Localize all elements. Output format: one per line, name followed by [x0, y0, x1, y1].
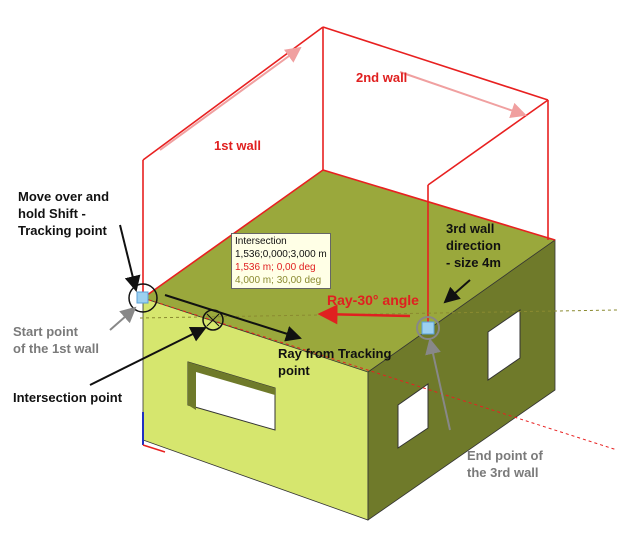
- tooltip-dist-angle-1: 1,536 m; 0,00 deg: [235, 262, 316, 273]
- label-ray-angle: Ray-30° angle: [327, 292, 419, 308]
- right-face: [367, 239, 556, 521]
- angle-ray: [139, 309, 617, 319]
- intersection-tooltip: Intersection 1,536;0,000;3,000 m 1,536 m…: [231, 233, 331, 289]
- window: [397, 383, 429, 449]
- tooltip-title: Intersection: [235, 236, 287, 247]
- label-1st-wall: 1st wall: [214, 138, 261, 153]
- tooltip-coords: 1,536;0,000;3,000 m: [235, 249, 327, 260]
- label-3rd-wall-direction: 3rd wall direction - size 4m: [446, 221, 501, 270]
- tracking-circle: [128, 283, 158, 313]
- start-point-marker: [136, 291, 149, 304]
- label-end-point: End point of the 3rd wall: [467, 448, 543, 480]
- window: [487, 309, 521, 381]
- tracking-ray: [142, 297, 617, 451]
- label-2nd-wall: 2nd wall: [356, 70, 408, 85]
- tooltip-dist-angle-2: 4,000 m; 30,00 deg: [235, 275, 322, 286]
- label-tracking-point: Move over and hold Shift - Tracking poin…: [18, 189, 110, 238]
- window: [188, 362, 275, 410]
- label-intersection-point: Intersection point: [13, 390, 123, 405]
- label-start-point: Start point of the 1st wall: [13, 324, 99, 356]
- label-ray-tracking: Ray from Tracking point: [278, 346, 392, 378]
